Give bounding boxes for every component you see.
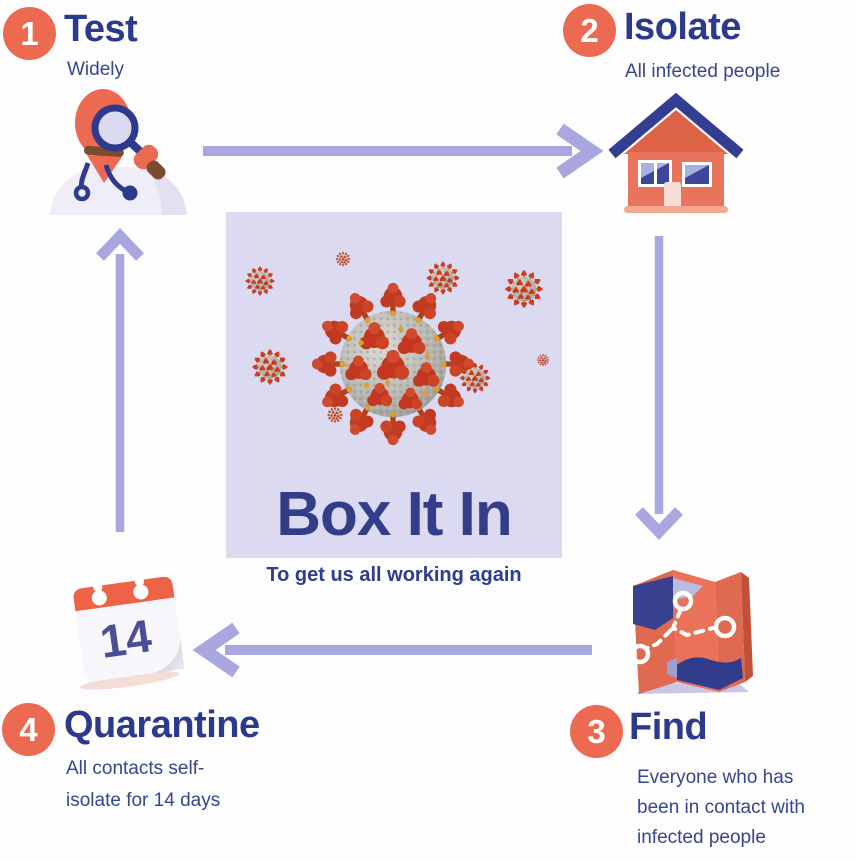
step-title-quarantine: Quarantine [64,704,260,746]
step-title-test: Test [64,8,138,50]
step-number-badge: 2 [563,4,616,57]
arrow-test-to-isolate [203,123,604,179]
house-window-right [682,162,712,187]
doctor-magnifier-icon [50,89,187,215]
virus-large [312,283,474,445]
house-icon [608,92,744,213]
house-door [664,182,681,206]
calendar-day-number: 14 [97,609,155,668]
step-description-test: Widely [67,59,125,80]
step-description-find: Everyone who has been in contact with in… [637,767,805,848]
box-it-in-panel: Box It In [226,212,562,558]
map-icon [629,570,753,694]
arrow-find-to-quarantine [192,622,592,678]
step-number-badge: 3 [570,705,623,758]
house-window-left [638,160,672,187]
step-description-isolate: All infected people [625,61,781,82]
step-title-find: Find [629,706,708,748]
calendar-icon: 14 [73,564,185,690]
box-subtitle: To get us all working again [266,564,522,586]
box-title: Box It In [276,480,513,549]
arrow-isolate-to-find [635,236,683,540]
step-number-badge: 1 [3,7,56,60]
step-description-quarantine: All contacts self-isolate for 14 days [66,758,221,811]
step-title-isolate: Isolate [624,6,741,48]
arrow-quarantine-to-test [96,228,144,532]
step-number-badge: 4 [2,703,55,756]
